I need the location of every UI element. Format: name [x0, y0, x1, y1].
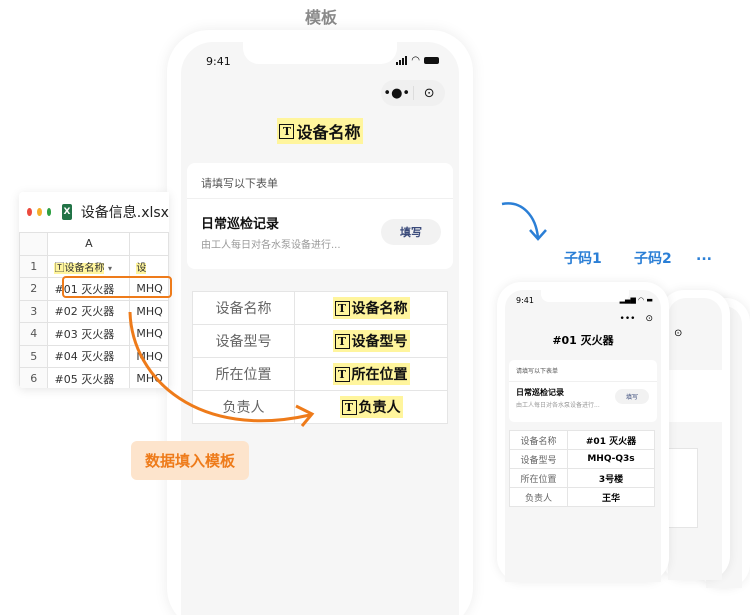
- status-time: 9:41: [516, 296, 534, 305]
- child-title: #01 灭火器: [552, 334, 614, 347]
- text-field-icon: T: [334, 333, 350, 349]
- code-label-2: 子码2: [634, 251, 672, 267]
- child-fill-button[interactable]: 填写: [615, 389, 649, 404]
- more-icon[interactable]: •●•: [383, 85, 411, 101]
- code-label-more: ...: [696, 248, 712, 264]
- excel-icon: X: [62, 204, 72, 220]
- excel-titlebar: X 设备信息.xlsx: [19, 192, 169, 232]
- fill-button[interactable]: 填写: [381, 219, 441, 245]
- maximize-dot[interactable]: [46, 208, 52, 216]
- wifi-icon: ◠: [411, 55, 420, 66]
- dropdown-icon[interactable]: ▾: [107, 263, 112, 273]
- status-icons: ◠: [396, 55, 439, 66]
- minimize-dot[interactable]: [36, 208, 42, 216]
- form-card: 请填写以下表单 日常巡检记录 由工人每日对各水泵设备进行... 填写: [187, 163, 453, 269]
- text-field-icon: T: [334, 366, 350, 382]
- code-label-1: 子码1: [564, 251, 602, 267]
- notch: [541, 290, 629, 302]
- notch: [243, 42, 397, 64]
- table-row: 负责人王华: [509, 487, 655, 507]
- record-icon[interactable]: ⊙: [423, 85, 435, 101]
- signal-icon: [396, 56, 408, 65]
- orange-arrow-icon: [128, 311, 315, 427]
- more-icon[interactable]: •••: [619, 314, 636, 324]
- capsule[interactable]: ••• ⊙: [620, 314, 653, 324]
- status-time: 9:41: [206, 55, 231, 68]
- child-phone-1: 9:41 ▂▄▆ ◠ ▬ ••• ⊙ #01 灭火器 请填写以下表单 日常巡检记…: [497, 282, 669, 582]
- text-field-icon: T: [334, 300, 350, 316]
- record-icon: ⊙: [674, 328, 683, 339]
- text-field-icon: T: [279, 123, 295, 139]
- child-phone-2: ⊙: [660, 290, 730, 580]
- status-icons: ▂▄▆ ◠ ▬: [619, 296, 653, 304]
- capsule: •●• ⊙: [381, 80, 445, 106]
- blue-arrow-icon: [501, 202, 547, 241]
- battery-icon: [424, 57, 439, 64]
- child-card: 请填写以下表单 日常巡检记录 由工人每日对各水泵设备进行... 填写: [509, 360, 657, 422]
- close-dot[interactable]: [27, 208, 32, 216]
- file-name: 设备信息.xlsx: [80, 205, 169, 221]
- form-desc: 由工人每日对各水泵设备进行...: [201, 240, 341, 251]
- record-icon[interactable]: ⊙: [645, 314, 653, 324]
- form-title: 日常巡检记录: [201, 217, 280, 232]
- highlighted-row: [62, 276, 172, 298]
- text-field-icon: T: [341, 399, 357, 415]
- template-label: 模板: [304, 8, 337, 27]
- table-row: 设备名称#01 灭火器: [509, 430, 655, 450]
- form-item[interactable]: 日常巡检记录 由工人每日对各水泵设备进行... 填写: [187, 199, 453, 265]
- field-tag: 🅃设备名称: [54, 262, 105, 274]
- fill-data-label: 数据填入模板: [131, 441, 249, 480]
- card-header: 请填写以下表单: [187, 163, 453, 199]
- col-header-a[interactable]: A: [47, 232, 131, 256]
